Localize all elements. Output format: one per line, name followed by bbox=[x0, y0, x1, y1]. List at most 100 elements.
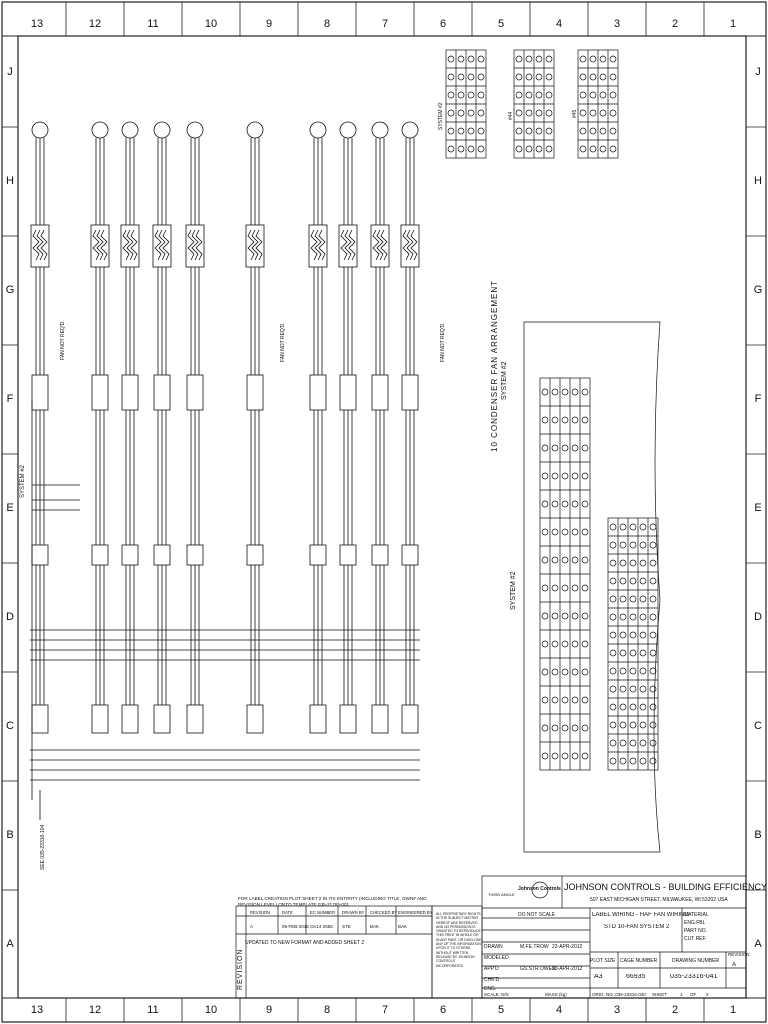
terminal-grid-right-terminal bbox=[629, 523, 637, 531]
terminal-grid-right-terminal bbox=[629, 703, 637, 711]
table-45-terminal bbox=[609, 91, 617, 99]
terminal-grid-left-terminal bbox=[551, 472, 559, 480]
terminal-grid-right-terminal bbox=[639, 757, 647, 765]
terminal-grid-left-terminal bbox=[571, 500, 579, 508]
fuse-block bbox=[371, 704, 389, 734]
terminal-grid-right-terminal bbox=[629, 631, 637, 639]
terminal-grid-right-terminal bbox=[609, 739, 617, 747]
terminal-grid-left-terminal bbox=[561, 668, 569, 676]
terminal-grid-left-terminal bbox=[561, 472, 569, 480]
row-label-right-F: F bbox=[754, 393, 762, 405]
terminal-grid-left-terminal bbox=[581, 668, 589, 676]
terminal-grid-left-terminal bbox=[541, 472, 549, 480]
terminal-grid-left-terminal bbox=[581, 388, 589, 396]
table-system-2-terminal bbox=[457, 109, 465, 117]
terminal-grid-right-terminal bbox=[639, 703, 647, 711]
johnson-controls-logo bbox=[531, 881, 549, 899]
contactor-box bbox=[31, 374, 49, 411]
terminal-grid-left-terminal bbox=[541, 724, 549, 732]
contactor-contacts bbox=[31, 544, 49, 566]
table-44-terminal bbox=[535, 127, 543, 135]
terminal-grid-right-terminal bbox=[619, 577, 627, 585]
table-system-2-terminal bbox=[457, 145, 465, 153]
overload-element bbox=[126, 229, 134, 261]
label-creation-note: FOR LABEL CREATION PLOT SHEET 2 IN ITS E… bbox=[238, 896, 427, 907]
terminal-grid-left-terminal bbox=[571, 472, 579, 480]
column-label-top-12: 12 bbox=[88, 18, 102, 30]
terminal-grid-left-terminal bbox=[571, 724, 579, 732]
table-45-terminal bbox=[599, 73, 607, 81]
fuse-block bbox=[153, 704, 171, 734]
fan-circuit-7 bbox=[308, 121, 328, 734]
table-44-terminal bbox=[545, 145, 553, 153]
revision-label-tb: REVISION bbox=[728, 952, 750, 957]
company-name: JOHNSON CONTROLS - BUILDING EFFICIENCY bbox=[564, 882, 768, 892]
fuse-block bbox=[186, 704, 204, 734]
terminal-grid-right-terminal bbox=[639, 541, 647, 549]
row-label-right-E: E bbox=[754, 502, 762, 514]
fuse-block bbox=[401, 704, 419, 734]
terminal-grid-right-terminal bbox=[649, 613, 657, 621]
table-45-terminal bbox=[589, 91, 597, 99]
table-44-terminal bbox=[545, 55, 553, 63]
revision-header-5: ENGINEERED BY bbox=[398, 910, 433, 915]
manual-motor-starter bbox=[120, 224, 140, 268]
table-45-terminal bbox=[579, 145, 587, 153]
terminal-grid-right-terminal bbox=[649, 757, 657, 765]
terminal-grid-right-terminal bbox=[619, 703, 627, 711]
table-45-terminal bbox=[579, 127, 587, 135]
table-system-2-terminal bbox=[457, 73, 465, 81]
contactor-contacts bbox=[309, 544, 327, 566]
appd-date: 23-APR-2012 bbox=[552, 966, 583, 972]
fan-motor-symbol bbox=[153, 121, 171, 139]
terminal-grid-right-terminal bbox=[609, 631, 617, 639]
terminal-grid-right-terminal bbox=[649, 559, 657, 567]
terminal-grid-left-terminal bbox=[551, 724, 559, 732]
right-system-label: SYSTEM #2 bbox=[510, 571, 517, 610]
terminal-grid-right-terminal bbox=[639, 613, 647, 621]
fan-circuit-5 bbox=[185, 121, 205, 734]
terminal-grid-left-terminal bbox=[561, 584, 569, 592]
overload-element bbox=[122, 229, 130, 261]
table-45 bbox=[577, 49, 619, 159]
contactor-box bbox=[401, 374, 419, 411]
terminal-grid-left-terminal bbox=[541, 640, 549, 648]
table-45-terminal bbox=[609, 109, 617, 117]
fan-not-reqd-label: FAN NOT REQ'D. bbox=[60, 320, 66, 360]
table-45-terminal bbox=[589, 145, 597, 153]
table-45-terminal bbox=[599, 127, 607, 135]
title-line-1: LABEL WIRING - HAF FAN WIRING bbox=[592, 912, 690, 918]
table-44-terminal bbox=[525, 73, 533, 81]
table-45-terminal bbox=[609, 127, 617, 135]
column-label-bottom-2: 2 bbox=[671, 1004, 679, 1016]
overload-element bbox=[40, 229, 48, 261]
terminal-grid-left-terminal bbox=[571, 612, 579, 620]
terminal-grid-left-terminal bbox=[581, 500, 589, 508]
overload-element bbox=[318, 229, 326, 261]
terminal-grid-right-terminal bbox=[619, 739, 627, 747]
terminal-grid-left-terminal bbox=[551, 556, 559, 564]
modeled-label: MODELED bbox=[484, 955, 509, 961]
cage-number: 66935 bbox=[626, 974, 646, 980]
contactor-box bbox=[186, 374, 204, 411]
terminal-grid-right-terminal bbox=[629, 721, 637, 729]
column-label-bottom-13: 13 bbox=[30, 1004, 44, 1016]
overload-element bbox=[195, 229, 203, 261]
terminal-grid-right-terminal bbox=[649, 649, 657, 657]
terminal-grid-right-terminal bbox=[629, 649, 637, 657]
overload-element bbox=[130, 229, 138, 261]
table-system-2-terminal bbox=[447, 91, 455, 99]
fuse-block bbox=[246, 704, 264, 734]
terminal-grid-left-terminal bbox=[571, 752, 579, 760]
cut-ref-label: CUT REF. bbox=[684, 936, 707, 942]
terminal-grid-left-terminal bbox=[541, 528, 549, 536]
overload-element bbox=[255, 229, 263, 261]
row-label-left-B: B bbox=[6, 829, 14, 841]
overload-element bbox=[96, 229, 104, 261]
do-not-scale: DO NOT SCALE bbox=[518, 912, 556, 918]
terminal-grid-left-terminal bbox=[561, 752, 569, 760]
table-system-2-terminal bbox=[477, 145, 485, 153]
row-label-left-F: F bbox=[6, 393, 14, 405]
revision-header-0: REVISION bbox=[250, 910, 271, 915]
column-label-bottom-6: 6 bbox=[439, 1004, 447, 1016]
